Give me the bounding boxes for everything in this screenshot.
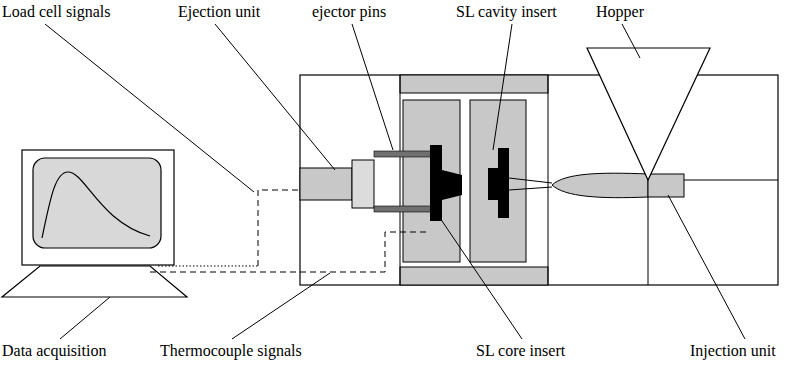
load-cell-wire (258, 190, 300, 266)
ejector-pin (374, 206, 431, 212)
leader-line (60, 297, 110, 339)
machine-frame (300, 75, 778, 285)
leader-line (232, 273, 330, 339)
part-label: Data acquisition (2, 342, 106, 360)
tie-bar (400, 75, 548, 93)
sprue-line (509, 178, 552, 183)
signal-wire (158, 266, 258, 267)
part-label: Ejection unit (178, 3, 260, 21)
part-label: Load cell signals (2, 3, 110, 21)
ejection-cylinder (300, 168, 352, 200)
thermocouple-wire (150, 232, 430, 272)
monitor (22, 150, 174, 265)
part-label: SL core insert (476, 342, 565, 360)
sprue-line (509, 187, 552, 190)
cavity-insert (488, 168, 499, 200)
leader-line (440, 218, 522, 339)
part-label: Thermocouple signals (160, 342, 302, 360)
part-label: Hopper (596, 3, 644, 21)
ejector-plate (352, 160, 374, 208)
injection-barrel (648, 174, 684, 197)
signal-curve (42, 172, 150, 238)
cavity-insert (498, 148, 509, 218)
fixed-platen (470, 100, 526, 262)
leader-line (352, 24, 393, 150)
part-label: SL cavity insert (456, 3, 557, 21)
leader-line (45, 24, 254, 192)
hopper-shape (587, 48, 710, 180)
core-insert (442, 170, 462, 200)
core-insert (430, 145, 442, 221)
leader-line (215, 24, 335, 170)
leader-line (493, 24, 512, 150)
part-label: ejector pins (312, 3, 386, 21)
frame-line (400, 75, 401, 285)
frame-line (548, 75, 549, 285)
part-label: Injection unit (690, 342, 776, 360)
leader-line (622, 24, 640, 58)
tie-bar (400, 267, 548, 285)
ejector-pin (374, 151, 431, 157)
screen (33, 158, 161, 248)
leader-line (668, 195, 745, 339)
injection-barrel (552, 173, 648, 197)
computer-base (2, 266, 187, 297)
